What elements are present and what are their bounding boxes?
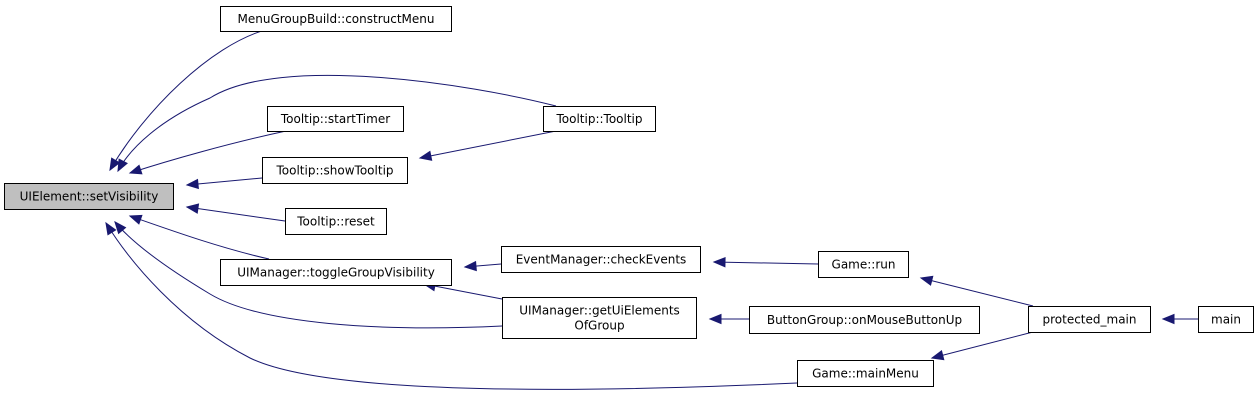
node-box [501,246,701,273]
edge-constructMenu-to-setVisibility [109,29,266,172]
edge-line [423,283,503,300]
node-gameRun[interactable]: Game::run [818,251,909,278]
node-label: OfGroup [574,319,624,333]
node-label: EventManager::checkEvents [516,253,687,267]
arrowhead-icon [418,150,433,161]
edge-line [129,215,270,260]
edge-main-to-protectedMain [1161,313,1198,325]
node-box [797,360,934,387]
arrowhead-icon [463,260,477,272]
arrowhead-icon [930,350,945,361]
node-label: Tooltip::showTooltip [275,164,393,178]
node-label: Tooltip::Tooltip [555,112,642,126]
node-box [543,106,656,132]
edge-line [186,177,263,186]
edge-line [186,206,286,222]
arrowhead-icon [105,221,117,236]
node-label: UIManager::toggleGroupVisibility [237,266,435,280]
arrowhead-icon [708,313,722,325]
edge-line [114,221,503,329]
node-label: Tooltip::startTimer [280,112,390,126]
arrowhead-icon [185,178,199,190]
edge-line [117,74,557,172]
edge-mainMenu-to-setVisibility [105,221,798,390]
arrowhead-icon [919,275,934,286]
arrowhead-icon [185,203,200,214]
node-label: UIElement::setVisibility [20,190,159,204]
node-startTimer[interactable]: Tooltip::startTimer [267,106,404,132]
node-box [220,259,452,286]
node-label: ButtonGroup::onMouseButtonUp [767,313,962,327]
edge-gameRun-to-checkEvents [712,256,819,268]
node-label: main [1211,313,1241,327]
node-label: MenuGroupBuild::constructMenu [238,12,435,26]
node-label: protected_main [1042,313,1136,327]
edge-startTimer-to-setVisibility [128,130,287,175]
edge-line [920,277,1034,307]
arrowhead-icon [109,157,121,172]
node-box [1028,306,1151,333]
arrowhead-icon [128,214,143,225]
node-tooltipCtor[interactable]: Tooltip::Tooltip [543,106,656,132]
edge-checkEvents-to-toggleGroupVisibility [463,260,502,272]
edge-line [931,331,1034,359]
node-label: Game::run [832,258,896,272]
edge-reset-to-setVisibility [185,203,286,222]
arrowhead-icon [128,164,143,175]
node-toggleGroupVisibility[interactable]: UIManager::toggleGroupVisibility [220,259,452,286]
node-constructMenu[interactable]: MenuGroupBuild::constructMenu [220,6,452,32]
edge-getUiElementsOfGroup-to-setVisibility [114,220,503,329]
edge-line [713,261,819,265]
node-box [749,306,980,334]
edge-tooltipCtor-to-showTooltip [418,130,557,161]
edge-showTooltip-to-setVisibility [185,177,263,190]
edges-layer [105,29,1198,390]
node-label: UIManager::getUiElements [519,304,680,318]
edge-protectedMain-to-mainMenu [930,331,1034,361]
edge-onMouseButtonUp-to-getUiElementsOfGroup [708,313,749,325]
arrowhead-icon [114,220,127,235]
node-main[interactable]: main [1198,306,1254,333]
node-box [818,251,909,278]
node-mainMenu[interactable]: Game::mainMenu [797,360,934,387]
node-reset[interactable]: Tooltip::reset [285,208,387,235]
edge-line [109,29,266,171]
node-label: Tooltip::reset [296,215,375,229]
edge-line [105,222,798,390]
arrowhead-icon [1161,313,1175,325]
nodes-layer: UIElement::setVisibility MenuGroupBuild::… [4,6,1254,387]
node-box [502,297,697,339]
node-box [285,208,387,235]
node-label: Game::mainMenu [812,367,919,381]
node-box [4,183,174,210]
node-showTooltip[interactable]: Tooltip::showTooltip [262,157,408,184]
edge-toggleGroupVisibility-to-setVisibility [128,214,270,260]
edge-protectedMain-to-gameRun [919,275,1034,307]
node-setVisibility[interactable]: UIElement::setVisibility [4,183,174,210]
node-onMouseButtonUp[interactable]: ButtonGroup::onMouseButtonUp [749,306,980,334]
arrowhead-icon [712,256,726,268]
edge-line [419,130,557,159]
node-box [220,6,452,32]
arrowhead-icon [117,158,128,173]
node-box [262,157,408,184]
node-protectedMain[interactable]: protected_main [1028,306,1151,333]
node-box [1198,306,1254,333]
node-checkEvents[interactable]: EventManager::checkEvents [501,246,701,273]
node-box [267,106,404,132]
edge-line [129,130,287,174]
edge-tooltipCtor-to-setVisibility [117,74,557,173]
